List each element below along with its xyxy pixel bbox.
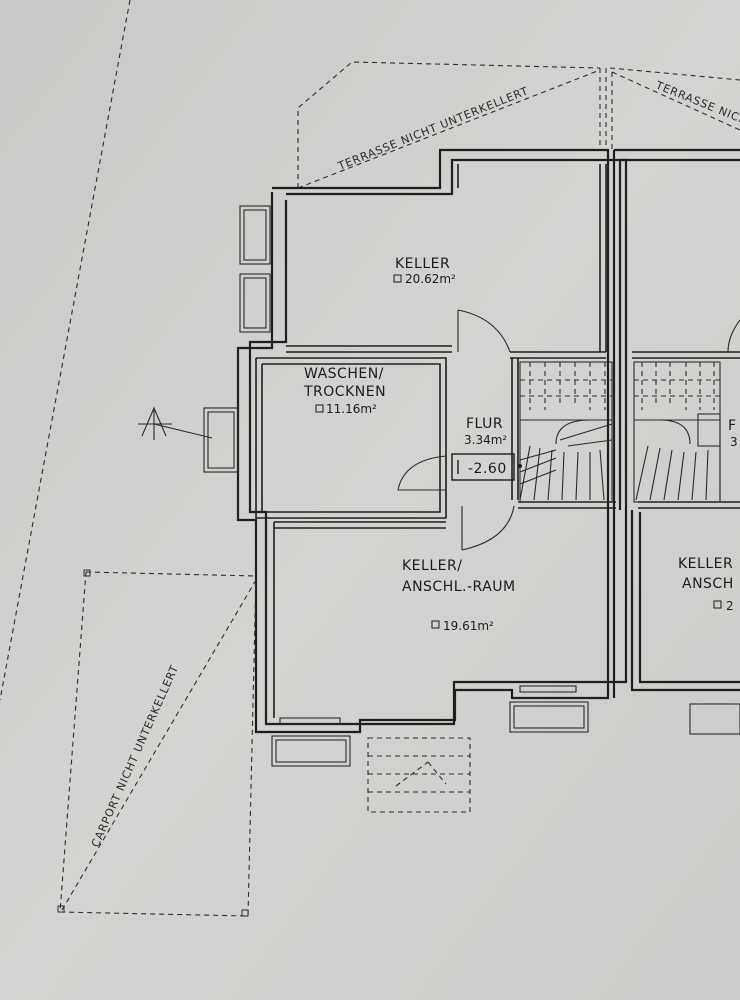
room-waschen-name-2: TROCKNEN xyxy=(303,384,386,400)
room-right-flur-name: F xyxy=(728,418,737,434)
room-right-flur-area: 3 xyxy=(730,435,738,449)
room-keller-anschl-area: 19.61m² xyxy=(443,619,494,633)
room-right-keller-name-1: KELLER xyxy=(678,556,733,572)
room-flur-name: FLUR xyxy=(466,416,503,432)
room-keller-area: 20.62m² xyxy=(405,272,456,286)
outside-steps xyxy=(367,737,471,813)
windows xyxy=(203,205,740,767)
north-arrow-icon xyxy=(138,406,213,440)
room-keller-area-group: 20.62m² xyxy=(393,272,456,286)
room-flur-area: 3.34m² xyxy=(464,433,507,447)
room-keller-anschl-name-1: KELLER/ xyxy=(402,558,462,574)
room-waschen-area-group: 11.16m² xyxy=(315,402,377,416)
property-line xyxy=(0,0,131,701)
doors xyxy=(397,309,740,551)
level-marker-value: -2.60 xyxy=(468,461,507,477)
staircase-left xyxy=(518,361,613,503)
room-right-keller-area-group: 2 xyxy=(713,599,734,613)
room-right-keller-area: 2 xyxy=(726,599,734,613)
room-waschen-name-1: WASCHEN/ xyxy=(304,366,384,382)
room-keller-anschl-area-group: 19.61m² xyxy=(431,619,494,633)
room-right-keller-name-2: ANSCH xyxy=(682,576,734,592)
room-keller-anschl-name-2: ANSCHL.-RAUM xyxy=(402,579,516,595)
room-keller-name: KELLER xyxy=(395,256,450,272)
room-waschen-area: 11.16m² xyxy=(326,402,377,416)
carport-outline xyxy=(57,569,257,917)
terrace-outline xyxy=(297,61,740,189)
staircase-right xyxy=(633,361,721,503)
level-marker: -2.60 xyxy=(451,453,515,481)
